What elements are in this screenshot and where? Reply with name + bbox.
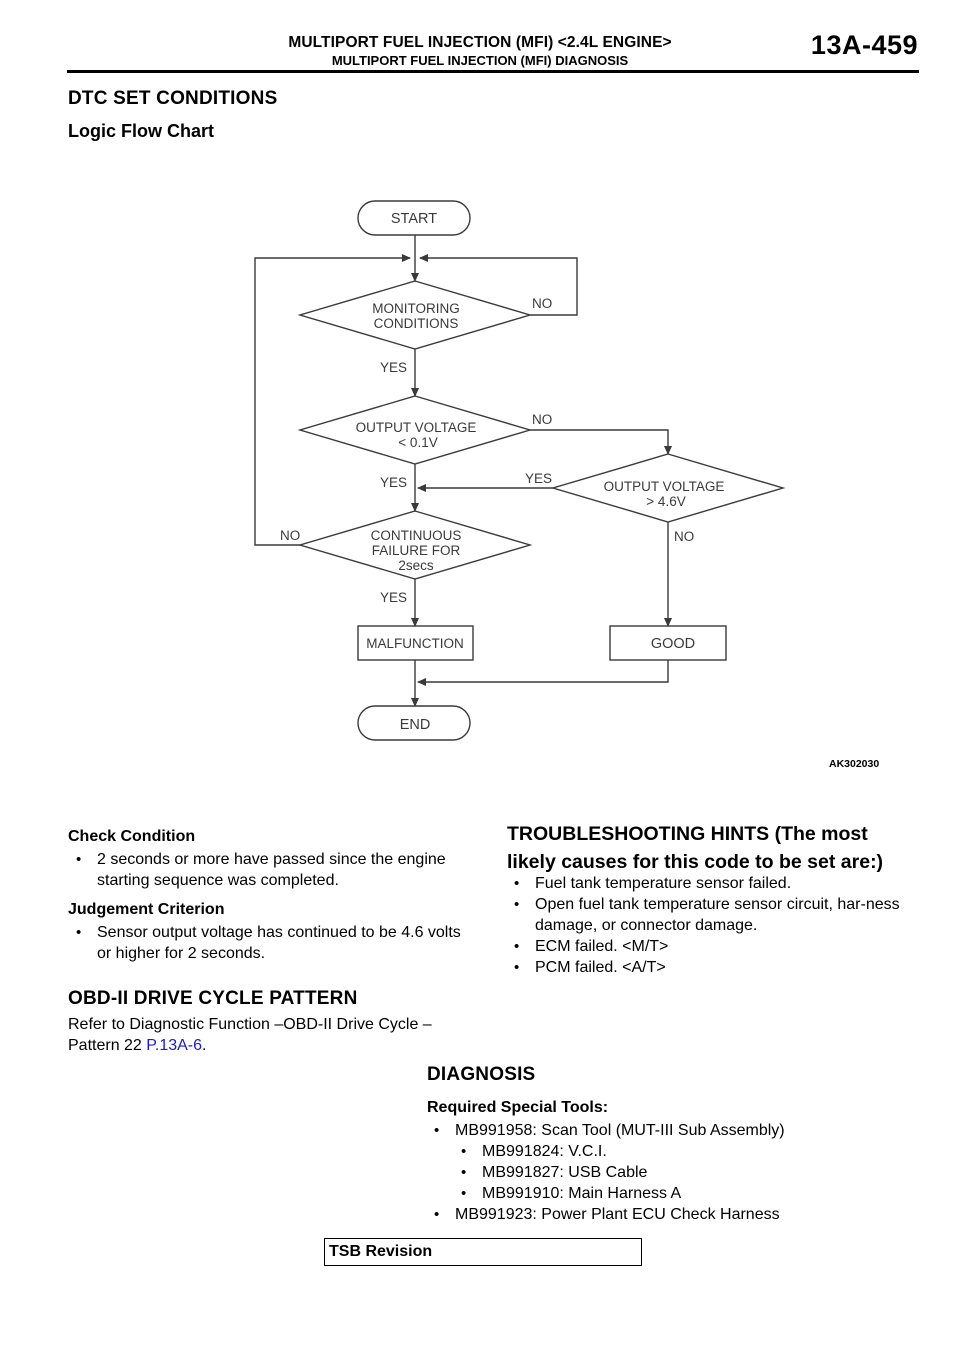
list-item: MB991923: Power Plant ECU Check Harness <box>428 1204 888 1225</box>
required-tools-list: MB991958: Scan Tool (MUT-III Sub Assembl… <box>428 1120 888 1225</box>
header-title: MULTIPORT FUEL INJECTION (MFI) <2.4L ENG… <box>288 34 672 51</box>
obd-page-link[interactable]: P.13A-6 <box>146 1037 203 1054</box>
malfunction-label: MALFUNCTION <box>366 636 464 651</box>
outv-high-label-2: > 4.6V <box>646 494 685 509</box>
list-item: MB991824: V.C.I. <box>455 1141 888 1162</box>
list-item: MB991910: Main Harness A <box>455 1183 888 1204</box>
header-rule <box>67 70 919 73</box>
monitoring-label-2: CONDITIONS <box>374 316 459 331</box>
no-label-continuous: NO <box>280 528 300 543</box>
yes-label-continuous: YES <box>380 590 407 605</box>
cont-label-3: 2secs <box>398 558 434 573</box>
check-condition-list: 2 seconds or more have passed since the … <box>70 849 490 891</box>
yes-label-monitoring: YES <box>380 360 407 375</box>
obd-text-period: . <box>202 1037 207 1054</box>
tsb-revision-label: TSB Revision <box>329 1243 433 1260</box>
chart-title: Logic Flow Chart <box>68 121 214 141</box>
list-item: Sensor output voltage has continued to b… <box>70 922 470 964</box>
figure-id: AK302030 <box>829 758 879 770</box>
start-terminal <box>357 200 471 236</box>
list-item: ECM failed. <M/T> <box>508 936 908 957</box>
no-label-monitoring: NO <box>532 296 552 311</box>
troubleshooting-title-line-2: likely causes for this code to be set ar… <box>507 851 884 873</box>
start-label: START <box>391 211 437 227</box>
tsb-revision-box: TSB Revision <box>324 1238 642 1266</box>
no-label-outv-high: NO <box>674 529 694 544</box>
list-item: MB991958: Scan Tool (MUT-III Sub Assembl… <box>428 1120 888 1141</box>
outv-high-label-1: OUTPUT VOLTAGE <box>604 479 725 494</box>
logic-flow-chart: START MONITORING CONDITIONS OUTPUT VOLTA… <box>254 200 879 770</box>
cont-label-1: CONTINUOUS <box>371 528 462 543</box>
list-item: MB991827: USB Cable <box>455 1162 888 1183</box>
list-item: Fuel tank temperature sensor failed. <box>508 873 908 894</box>
troubleshooting-list: Fuel tank temperature sensor failed. Ope… <box>508 873 908 978</box>
check-condition-label: Check Condition <box>68 828 196 845</box>
obd-text-prefix: Pattern 22 <box>68 1037 147 1054</box>
required-tools-label: Required Special Tools: <box>427 1099 609 1116</box>
page-number: 13A-459 <box>810 30 918 60</box>
list-item: Open fuel tank temperature sensor circui… <box>508 894 907 936</box>
monitoring-label-1: MONITORING <box>372 301 460 316</box>
header-subtitle: MULTIPORT FUEL INJECTION (MFI) DIAGNOSIS <box>331 53 629 68</box>
obd-text-line-1: Refer to Diagnostic Function –OBD-II Dri… <box>68 1016 432 1033</box>
diagnosis-title: DIAGNOSIS <box>427 1064 536 1085</box>
yes-label-outv-high: YES <box>525 471 552 486</box>
yes-label-outv-low: YES <box>380 475 407 490</box>
end-label: END <box>400 717 431 733</box>
outv-low-label-1: OUTPUT VOLTAGE <box>356 420 477 435</box>
good-label: GOOD <box>651 636 695 652</box>
outv-low-label-2: < 0.1V <box>398 435 437 450</box>
cont-label-2: FAILURE FOR <box>372 543 461 558</box>
no-label-outv-low: NO <box>532 412 552 427</box>
troubleshooting-title-line-1: TROUBLESHOOTING HINTS (The most <box>507 823 868 845</box>
obd-text: Refer to Diagnostic Function –OBD-II Dri… <box>68 1014 488 1056</box>
judgement-list: Sensor output voltage has continued to b… <box>70 922 470 964</box>
list-item: 2 seconds or more have passed since the … <box>70 849 490 891</box>
dtc-section-title: DTC SET CONDITIONS <box>68 88 278 109</box>
judgement-label: Judgement Criterion <box>68 901 225 918</box>
list-item: PCM failed. <A/T> <box>508 957 908 978</box>
obd-text-line-2: Pattern 22 P.13A-6. <box>68 1035 488 1056</box>
troubleshooting-title: TROUBLESHOOTING HINTS (The most likely c… <box>507 820 927 876</box>
obd-title: OBD-II DRIVE CYCLE PATTERN <box>68 988 358 1009</box>
